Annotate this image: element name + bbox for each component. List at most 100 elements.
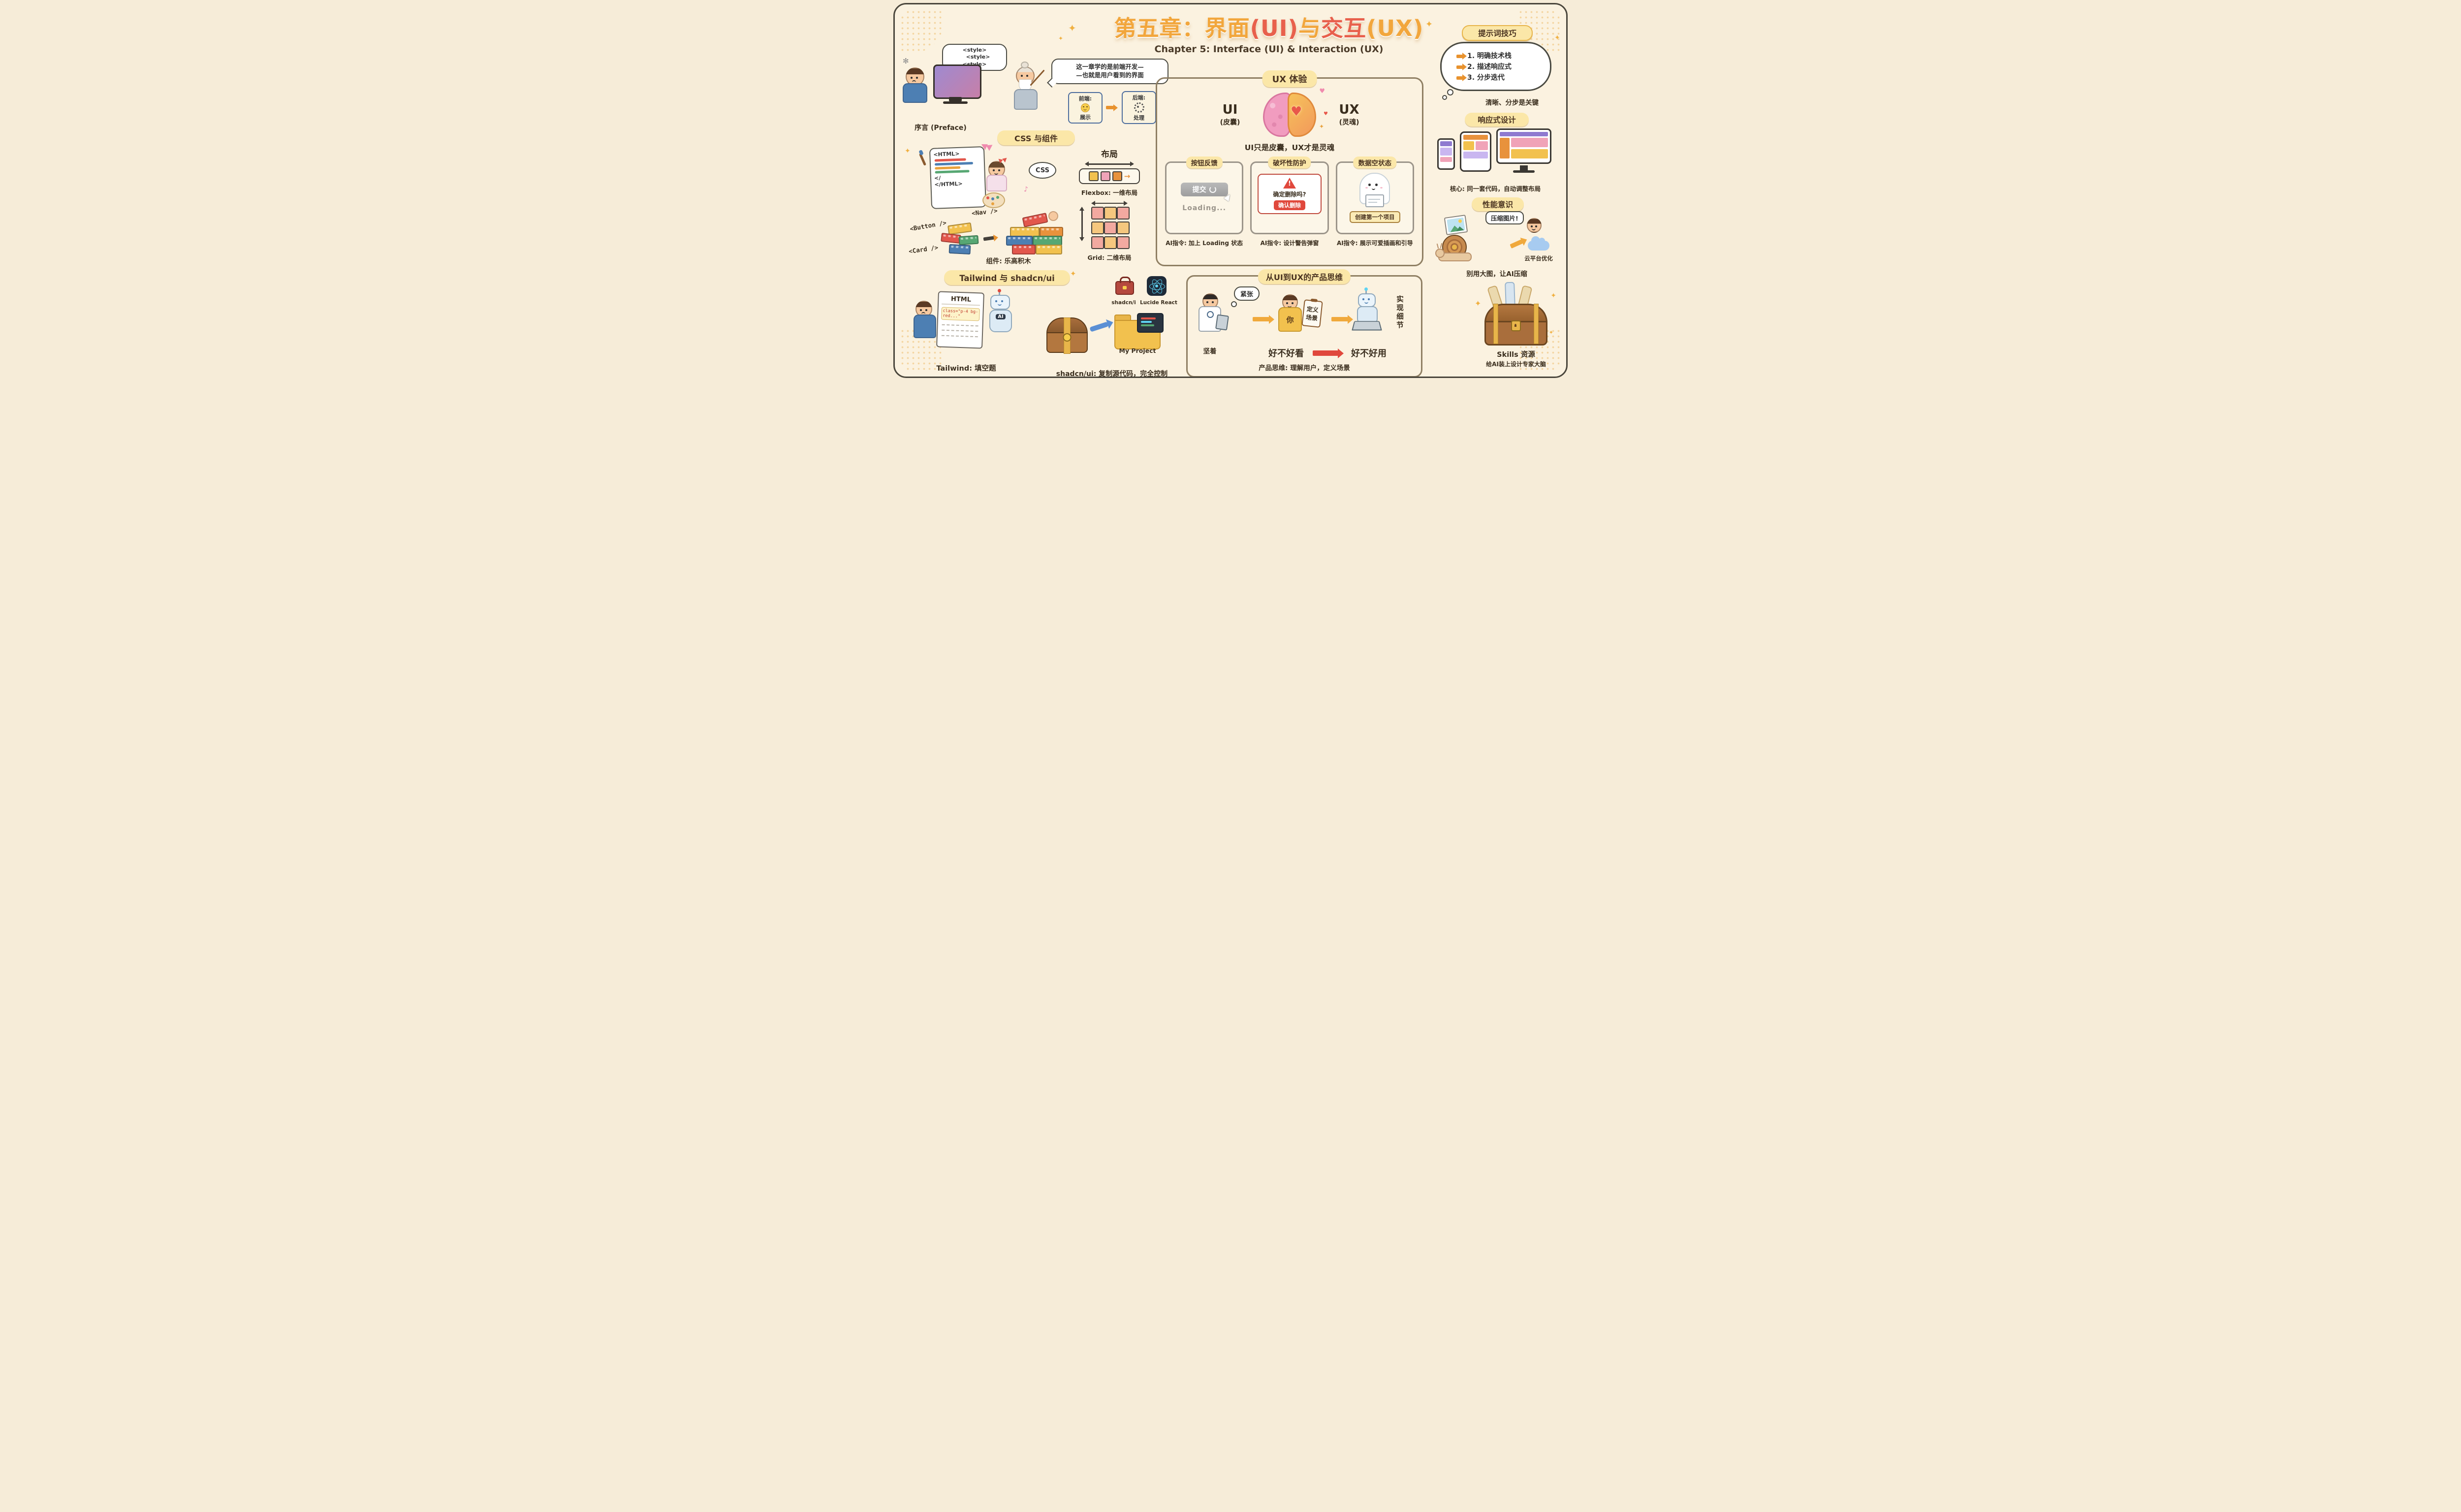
sparkle-icon: ✦ [905,147,911,155]
compress-bubble: 压缩图片! [1485,211,1524,224]
html-open-tag: <HTML> [933,150,960,158]
create-first-project-button[interactable]: 创建第一个项目 [1350,211,1400,223]
warning-icon [1283,178,1296,189]
lego-brick [1033,236,1062,246]
cursor-icon [1224,192,1232,202]
confirm-delete-button[interactable]: 确认删除 [1273,200,1305,210]
loading-text: Loading... [1182,204,1227,212]
flex-item [1100,171,1110,181]
ui-sublabel: (皮囊) [1220,119,1240,126]
heart-icon: ♥ [1324,111,1328,117]
title-part: 第五章： [1114,15,1205,41]
html-code-card: <HTML> </ </HTML> [929,141,993,209]
empty-state-title: 数据空状态 [1353,157,1397,168]
tablet-screen-block [1476,141,1488,150]
brain-illustration: ♥ ♥ ♥ ✦ [1262,88,1328,137]
paper-title: HTML [942,295,980,306]
stethoscope-icon [1207,311,1214,318]
sparkle-icon: ✦ [1070,269,1076,278]
backend-box: 后端: 处理 [1122,91,1156,124]
arrow-right-icon [1456,65,1463,69]
product-panel-heading: 从UI到UX的产品思维 [1258,269,1351,284]
photo-sun [1458,219,1462,223]
mentor-speech-bubble: 这一章学的是前端开发— —也就是用户看到的界面 [1051,59,1168,84]
shadcn-caption: shadcn/ui: 复制源代码，完全控制 [1056,370,1168,378]
lego-brick [947,222,973,235]
button-feedback-caption: AI指令: 加上 Loading 状态 [1166,240,1243,247]
corner-dots-top-left [900,9,943,53]
css-section-heading: CSS 与组件 [997,130,1075,145]
tailwind-paper: HTML class="p-4 bg-red..." [936,291,984,349]
frontend-box-caption: 展示 [1080,114,1091,121]
destructive-guard-caption: AI指令: 设计警告弹窗 [1260,240,1319,247]
looks-good-label: 好不好看 [1268,348,1304,359]
lego-brick [1040,227,1063,237]
monitor-icon [1496,128,1551,164]
backend-box-caption: 处理 [1134,115,1144,121]
nav-component-label: <Nav /> [971,207,998,217]
lego-brick-placing [1022,213,1048,227]
grid-illustration [1079,201,1130,249]
flex-item [1112,171,1122,181]
monitor-base [1513,170,1535,173]
sparkle-icon: ✦ [1475,299,1482,308]
html-close-tag: </HTML> [934,180,963,188]
tablet-screen-block [1463,152,1488,158]
ai-chest-badge: AI [996,314,1006,319]
hair-bow-icon [1001,156,1007,163]
style-tag-line: <style> [966,54,990,61]
tip-text: 1. 明确技术栈 [1467,52,1512,60]
preface-label: 序言 (Preface) [915,124,967,132]
phone-screen-block [1440,157,1452,162]
tip-item: 1. 明确技术栈 [1456,51,1550,61]
ui-label-block: UI (皮囊) [1209,102,1251,127]
monitor-screen-block [1511,149,1548,158]
empty-state-caption: AI指令: 展示可爱插画和引导 [1336,240,1413,247]
project-folder [1114,313,1164,349]
robot-body: AI [989,310,1012,332]
ux-example-button-feedback: 按钮反馈 提交 Loading... AI指令: 加上 Loading 状态 [1165,157,1244,247]
tablet-icon [1215,314,1229,331]
spinner-icon [1209,186,1216,193]
flexbox-caption: Flexbox: 一维布局 [1081,189,1138,196]
toolbox-handle [1120,277,1131,283]
lucide-react-label: Lucide React [1140,300,1177,306]
title-subtitle: Chapter 5: Interface (UI) & Interaction … [1154,44,1384,55]
paintbrush-icon [918,153,927,166]
arrow-right-icon [1106,106,1114,109]
monitor-screen-block [1500,132,1548,136]
tailwind-section-heading: Tailwind 与 shadcn/ui [944,270,1070,285]
tip-item: 3. 分步迭代 [1456,72,1550,82]
responsive-caption: 核心: 同一套代码，自动调整布局 [1450,185,1541,192]
button-feedback-title: 按钮反馈 [1186,157,1223,168]
phone-icon [1437,138,1455,170]
ux-example-destructive-guard: 破坏性防护 确定删除吗? 确认删除 AI指令: 设计警告弹窗 [1250,157,1329,247]
sparkle-icon: ✦ [1068,22,1076,34]
product-caption: 产品思维: 理解用户，定义场景 [1259,364,1350,372]
phone-screen-block [1440,141,1452,146]
thought-tail-dot [1442,95,1447,100]
blank-line [942,329,978,332]
performance-caption: 别用大图，让AI压缩 [1466,270,1527,278]
code-line [934,161,974,166]
ghost-illustration [1359,173,1390,207]
responsive-devices [1436,127,1554,182]
horizontal-double-arrow-icon [1085,161,1134,166]
grid-cell [1117,236,1130,249]
photo-mountain [1454,225,1465,233]
tailwind-illustration: HTML class="p-4 bg-red..." AI [914,289,1022,361]
title-part: 界面 [1204,15,1250,41]
grid-cell [1091,221,1104,234]
phone-screen-block [1440,148,1452,156]
hand-icon [1048,211,1058,221]
skills-chest [1484,304,1547,346]
nervous-thought-bubble: 紧张 [1234,286,1260,301]
frontend-box-label: 前端: [1078,95,1092,102]
skills-section: ✦ ✦ ✦ Skills 资源 给AI装上设计专家大脑 [1475,282,1556,374]
performance-heading: 性能意识 [1472,197,1524,211]
page-title: 第五章：界面(UI)与交互(UX) Chapter 5: Interface (… [1092,10,1446,55]
sparkle-icon: ✦ [1319,123,1324,130]
thought-tail-dot [1447,89,1453,95]
grid-cell [1104,221,1117,234]
submit-button[interactable]: 提交 [1180,183,1232,202]
